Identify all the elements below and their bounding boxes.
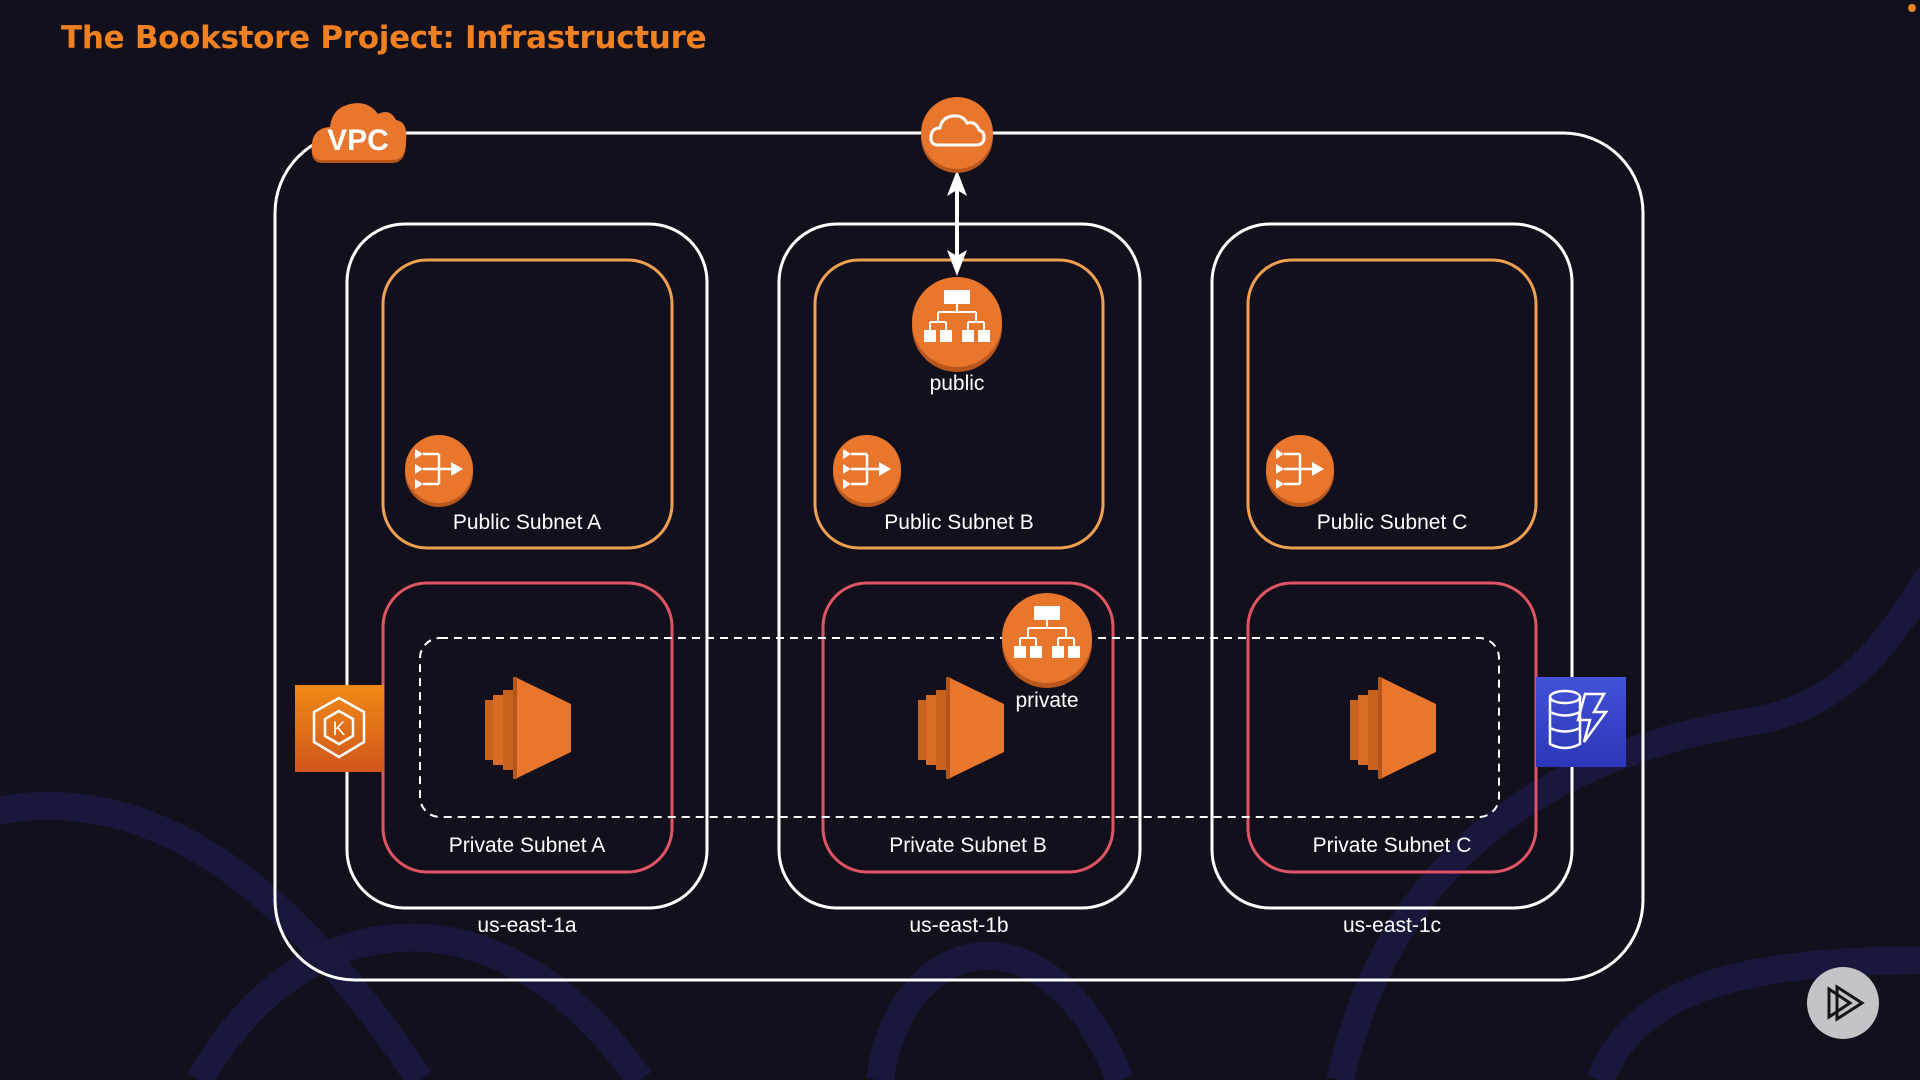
load-balancer-icon [924, 290, 990, 342]
cloud-icon [929, 114, 986, 147]
double-arrow-connector [947, 170, 967, 276]
az-b-label: us-east-1b [909, 914, 1008, 937]
load-balancer-icon [1014, 606, 1080, 658]
dynamodb-service [1536, 677, 1626, 767]
az-c-boundary [1210, 222, 1574, 910]
ec2-instance-icon [918, 677, 1004, 779]
background-curves [0, 564, 1920, 1080]
public-subnet-c-label: Public Subnet C [1317, 511, 1468, 534]
az-b-boundary [777, 222, 1142, 910]
private-alb-label: private [1015, 689, 1078, 712]
kubernetes-letter: K [333, 719, 346, 740]
az-a-label: us-east-1a [477, 914, 577, 937]
pluralsight-play-icon [1827, 984, 1865, 1022]
nat-gateway-icon [843, 449, 891, 489]
ec2-instance-a [485, 677, 571, 779]
page-title: The Bookstore Project: Infrastructure [61, 20, 707, 56]
private-load-balancer: private [1002, 593, 1092, 712]
nat-gateway-b [833, 435, 901, 507]
dynamodb-icon [1548, 689, 1609, 750]
public-subnet-c [1246, 258, 1538, 550]
public-alb-label: public [930, 372, 985, 395]
kubernetes-icon: K [312, 696, 366, 759]
private-subnet-a-label: Private Subnet A [449, 834, 605, 857]
status-dot [1908, 4, 1916, 12]
public-subnet-b-label: Public Subnet B [884, 511, 1033, 534]
nat-gateway-a [405, 435, 473, 507]
play-button[interactable] [1807, 967, 1879, 1039]
ec2-instance-c [1350, 677, 1436, 779]
public-subnet-a [381, 258, 674, 550]
nat-gateway-c [1266, 435, 1334, 507]
nat-gateway-icon [415, 449, 463, 489]
ec2-instance-icon [1350, 677, 1436, 779]
ec2-instance-b [918, 677, 1004, 779]
public-load-balancer: public [912, 277, 1002, 395]
private-subnet-b [821, 581, 1115, 874]
nat-gateway-icon [1276, 449, 1324, 489]
cluster-boundary [419, 637, 1500, 818]
ec2-instance-icon [485, 677, 571, 779]
eks-service: K [295, 685, 384, 772]
internet-gateway [921, 97, 993, 173]
public-subnet-a-label: Public Subnet A [453, 511, 601, 534]
private-subnet-c-label: Private Subnet C [1313, 834, 1472, 857]
az-c-label: us-east-1c [1343, 914, 1441, 937]
vpc-label: VPC [327, 124, 389, 157]
private-subnet-b-label: Private Subnet B [889, 834, 1047, 857]
vpc-cloud-icon: VPC [311, 103, 407, 163]
az-a-boundary [345, 222, 709, 910]
